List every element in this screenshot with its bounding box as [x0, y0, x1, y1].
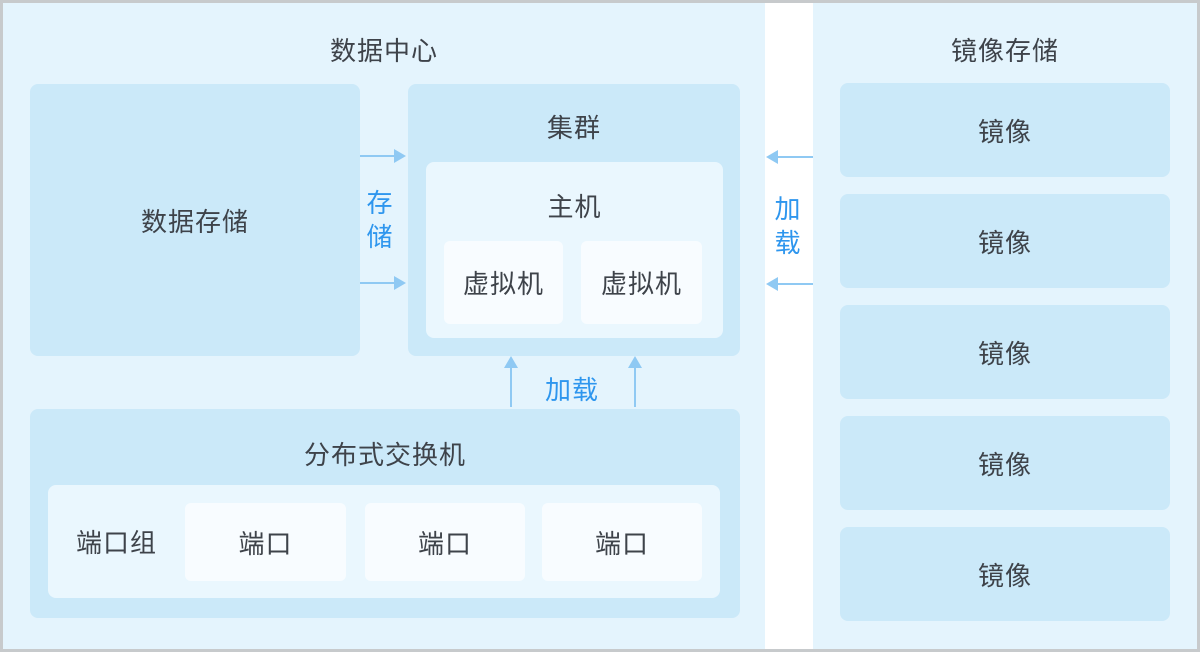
vm-label: 虚拟机 [600, 269, 682, 299]
storage-arrow-right-icon [360, 149, 406, 163]
host-node: 主机 虚拟机 虚拟机 [426, 162, 723, 338]
load-arrow-left-icon [766, 150, 813, 164]
port-group-node: 端口组 端口 端口 端口 [48, 485, 720, 598]
image-label: 镜像 [977, 227, 1032, 258]
image-node: 镜像 [840, 527, 1170, 621]
image-label: 镜像 [977, 338, 1032, 369]
datacenter-title: 数据中心 [329, 36, 438, 66]
image-storage-panel: 镜像存储 镜像 镜像 镜像 镜像 镜像 [813, 3, 1197, 649]
image-node: 镜像 [840, 305, 1170, 399]
host-title: 主机 [547, 192, 602, 222]
storage-arrow-right-icon [360, 276, 406, 290]
port-node: 端口 [185, 503, 346, 581]
load-arrow-left-icon [766, 277, 813, 291]
storage-flow-label: 存储 [366, 188, 394, 252]
vm-node: 虚拟机 [581, 241, 702, 324]
image-storage-title: 镜像存储 [950, 36, 1059, 66]
image-node: 镜像 [840, 416, 1170, 510]
distributed-switch-node: 分布式交换机 端口组 端口 端口 端口 [30, 409, 740, 618]
port-label: 端口 [238, 528, 293, 559]
port-node: 端口 [365, 503, 525, 581]
vm-node: 虚拟机 [444, 241, 563, 324]
port-label: 端口 [417, 528, 472, 559]
image-label: 镜像 [977, 116, 1032, 147]
cluster-node: 集群 主机 虚拟机 虚拟机 [408, 84, 740, 356]
load-flow-label-bottom: 加载 [544, 375, 599, 405]
data-storage-label: 数据存储 [140, 206, 249, 237]
port-label: 端口 [594, 528, 649, 559]
load-arrow-up-icon [504, 356, 518, 407]
port-node: 端口 [542, 503, 702, 581]
image-label: 镜像 [977, 449, 1032, 480]
data-storage-node: 数据存储 [30, 84, 360, 356]
image-node: 镜像 [840, 194, 1170, 288]
vm-label: 虚拟机 [462, 269, 544, 299]
distributed-switch-title: 分布式交换机 [303, 440, 466, 470]
load-flow-label-right: 加载 [774, 194, 802, 258]
image-label: 镜像 [977, 560, 1032, 591]
port-group-label: 端口组 [75, 528, 157, 558]
datacenter-panel: 数据中心 数据存储 集群 主机 虚拟机 虚拟机 存储 分布式交换机 [3, 3, 765, 649]
cluster-title: 集群 [546, 113, 601, 143]
image-node: 镜像 [840, 83, 1170, 177]
load-arrow-up-icon [628, 356, 642, 407]
